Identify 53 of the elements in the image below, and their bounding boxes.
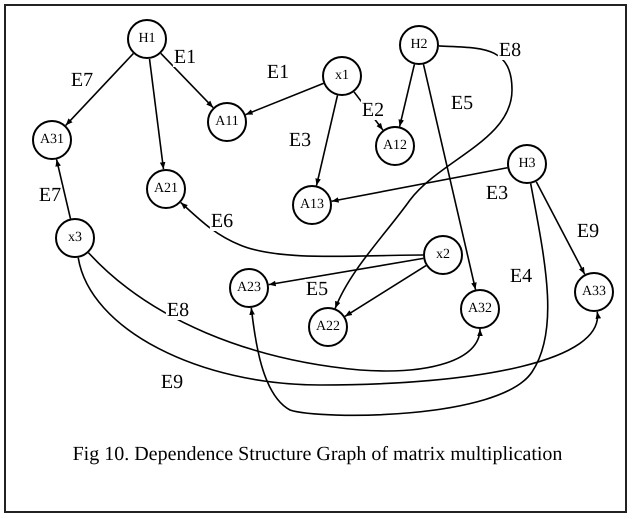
arrow xyxy=(268,258,424,286)
arrow xyxy=(422,64,477,290)
arrow xyxy=(88,252,482,372)
node-label: A22 xyxy=(316,320,340,334)
arrow xyxy=(334,45,513,309)
node-label: A33 xyxy=(582,285,606,299)
node-label: H3 xyxy=(518,157,536,171)
node-circle xyxy=(146,169,186,209)
node-circle xyxy=(207,102,247,142)
arrow xyxy=(180,202,423,258)
node-circle xyxy=(322,56,362,96)
node-circle xyxy=(292,185,332,225)
figure-caption: Fig 10. Dependence Structure Graph of matrix multiplication xyxy=(72,443,564,466)
arrow xyxy=(65,53,134,126)
node-circle xyxy=(460,289,500,329)
node-circle xyxy=(127,19,167,59)
arrow xyxy=(249,184,549,416)
node-label: A32 xyxy=(468,302,492,316)
node-circle xyxy=(375,126,415,166)
edge-label: E1 xyxy=(172,47,198,67)
arrow xyxy=(55,159,72,219)
arrow xyxy=(160,52,214,108)
node-label: x3 xyxy=(68,231,82,245)
node-circle xyxy=(32,120,72,160)
node-label: A11 xyxy=(215,115,239,129)
node-label: H1 xyxy=(138,32,156,46)
node-circle xyxy=(308,307,348,347)
node-circle xyxy=(55,218,95,258)
arrow xyxy=(315,95,338,186)
node-label: A21 xyxy=(154,182,178,196)
node-label: A13 xyxy=(300,198,324,212)
node-label: A31 xyxy=(40,133,64,147)
edge-label: E6 xyxy=(210,211,234,231)
node-label: A23 xyxy=(236,281,262,295)
edge-label: E8 xyxy=(166,300,190,320)
node-label: A12 xyxy=(382,139,408,153)
node-circle xyxy=(399,25,439,65)
node-circle xyxy=(423,235,463,275)
edge-label: E2 xyxy=(360,100,386,120)
arrow xyxy=(77,258,600,386)
arrow xyxy=(344,264,426,318)
edge-label: E8 xyxy=(498,40,522,60)
node-circle xyxy=(229,268,269,308)
arrow xyxy=(245,82,324,116)
node-circle xyxy=(507,144,547,184)
arrow xyxy=(398,64,416,127)
node-label: x1 xyxy=(335,69,349,83)
node-label: H2 xyxy=(410,38,428,52)
arrow xyxy=(332,166,508,203)
node-circle xyxy=(574,272,614,312)
arrow xyxy=(536,181,586,275)
node-label: x2 xyxy=(436,248,450,262)
arrow xyxy=(148,58,166,170)
